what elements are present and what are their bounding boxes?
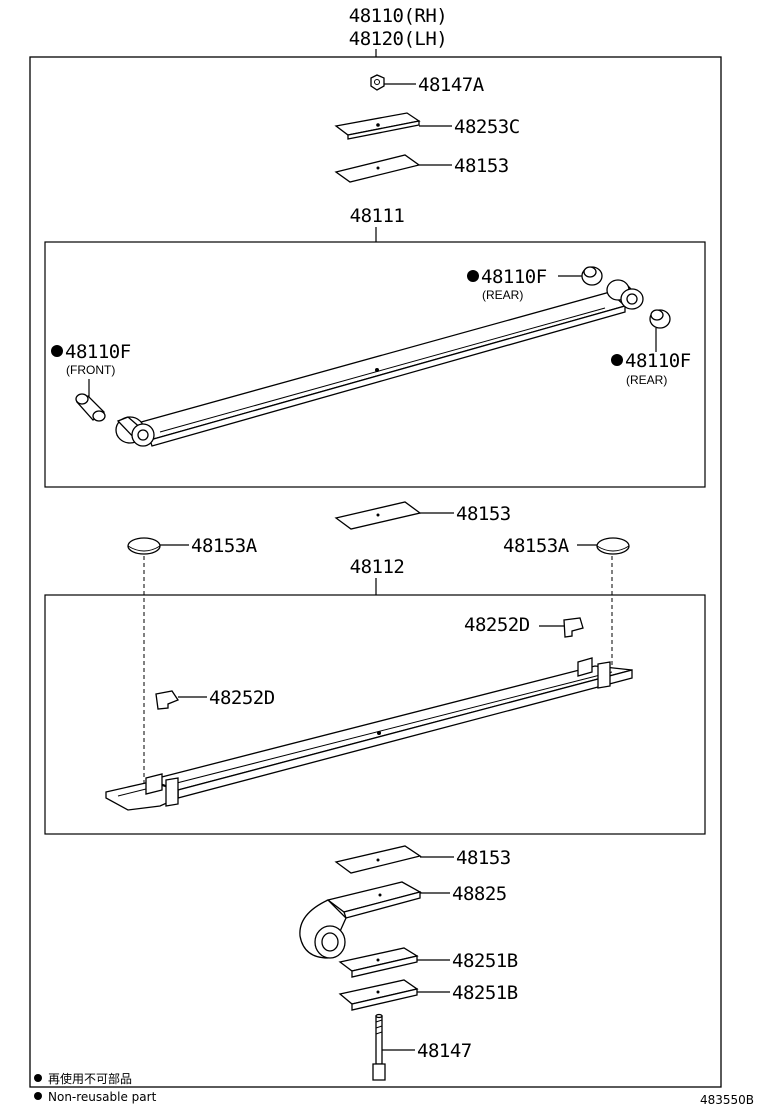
leaf-main-box	[44, 241, 706, 488]
insulator-mid-label: 48153	[456, 503, 511, 525]
insulator-mid-icon	[334, 501, 422, 530]
figure-id: 483550B	[700, 1093, 754, 1107]
main-leaf-spring-icon	[115, 279, 644, 447]
seat-upper-icon	[334, 112, 421, 140]
seat-lower-1-label: 48251B	[452, 950, 518, 972]
bumper-right-label: 48153A	[503, 535, 570, 557]
legend-jp: 再使用不可部品	[48, 1071, 132, 1086]
second-leaf-spring-icon	[105, 657, 633, 811]
insulator-lower-icon	[334, 845, 422, 874]
nut-part-icon	[370, 74, 385, 91]
assembly-rh-label: 48110(RH)	[349, 5, 447, 27]
leaf-second-group-label: 48112	[350, 556, 405, 578]
clip-left-label: 48252D	[209, 687, 275, 709]
clip-right-icon	[563, 617, 584, 638]
clip-left-icon	[155, 690, 179, 710]
non-reusable-dot-icon	[51, 345, 63, 357]
clip-right-label: 48252D	[464, 614, 530, 636]
bushing-rear-upper-note: (REAR)	[482, 288, 523, 302]
bushing-rear-lower-note: (REAR)	[626, 373, 667, 387]
shackle-plate-icon	[299, 881, 422, 959]
bushing-rear-lower-label: 48110F	[625, 350, 691, 372]
leaf-main-group-label: 48111	[350, 205, 405, 227]
bumper-right-icon	[596, 537, 630, 555]
legend-dot-icon	[34, 1092, 42, 1100]
legend-dot-icon	[34, 1074, 42, 1082]
seat-lower-2-icon	[338, 979, 419, 1011]
shackle-plate-label: 48825	[452, 883, 507, 905]
bushing-rear-lower-icon	[649, 309, 671, 329]
bushing-rear-upper-label: 48110F	[481, 266, 547, 288]
seat-lower-1-icon	[338, 947, 419, 978]
seat-lower-2-label: 48251B	[452, 982, 518, 1004]
nut-top-label: 48147A	[418, 74, 485, 96]
bolt-icon	[372, 1013, 386, 1081]
bushing-rear-upper-icon	[581, 266, 603, 286]
bushing-front-label: 48110F	[65, 341, 131, 363]
insulator-lower-label: 48153	[456, 847, 511, 869]
bushing-front-note: (FRONT)	[66, 363, 115, 377]
bumper-left-icon	[127, 537, 161, 555]
leaf-second-box	[44, 594, 706, 835]
bumper-left-label: 48153A	[191, 535, 258, 557]
legend-en: Non-reusable part	[48, 1090, 157, 1104]
insulator-upper-label: 48153	[454, 155, 509, 177]
bolt-label: 48147	[417, 1040, 472, 1062]
bushing-front-icon	[75, 393, 106, 422]
non-reusable-dot-icon	[467, 270, 479, 282]
seat-upper-label: 48253C	[454, 116, 520, 138]
non-reusable-dot-icon	[611, 354, 623, 366]
outer-frame	[29, 56, 722, 1088]
insulator-upper-icon	[334, 154, 421, 183]
assembly-lh-label: 48120(LH)	[349, 28, 447, 50]
